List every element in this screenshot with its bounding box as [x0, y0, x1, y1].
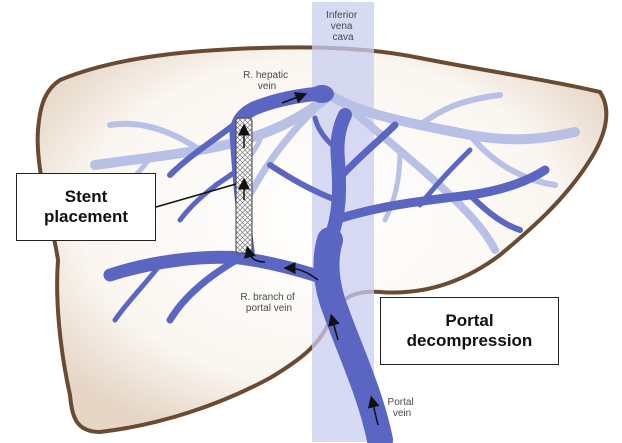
portal-branch-label: R. branch of portal vein — [240, 292, 297, 314]
portal-vein-label: Portal vein — [388, 397, 417, 419]
portal-decompression-callout: Portal decompression — [380, 297, 559, 365]
stent-placement-callout: Stent placement — [16, 173, 156, 241]
